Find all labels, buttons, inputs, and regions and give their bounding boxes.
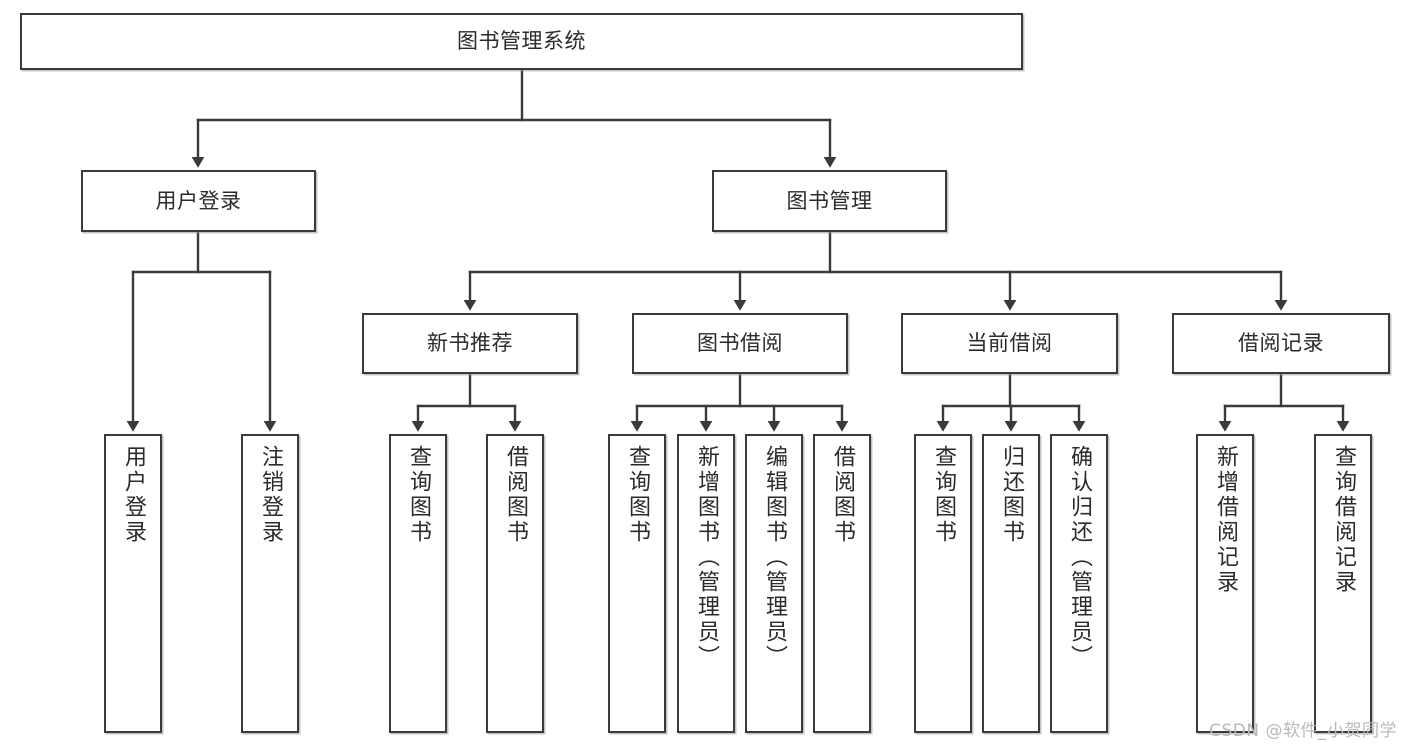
- node-label: 新增借阅记录: [1213, 445, 1238, 595]
- leaf-current-borrow-query-book[interactable]: 查询图书: [914, 434, 972, 733]
- node-new-book-recommend[interactable]: 新书推荐: [362, 313, 578, 374]
- node-label: 确认归还（管理员）: [1067, 445, 1092, 670]
- node-current-borrow[interactable]: 当前借阅: [901, 313, 1118, 374]
- node-label: 查询图书: [931, 445, 956, 545]
- leaf-new-book-borrow-book[interactable]: 借阅图书: [486, 434, 544, 733]
- node-label: 图书管理: [786, 188, 873, 213]
- node-label: 新增图书（管理员）: [694, 445, 719, 670]
- leaf-new-book-query-book[interactable]: 查询图书: [389, 434, 447, 733]
- leaf-current-borrow-return-book[interactable]: 归还图书: [982, 434, 1040, 733]
- leaf-book-borrow-query-book[interactable]: 查询图书: [608, 434, 666, 733]
- node-label: 图书管理系统: [457, 29, 586, 54]
- leaf-book-borrow-edit-book-admin[interactable]: 编辑图书（管理员）: [745, 434, 803, 733]
- leaf-current-borrow-confirm-return-admin[interactable]: 确认归还（管理员）: [1050, 434, 1108, 733]
- node-label: 查询图书: [625, 445, 650, 545]
- node-label: 查询借阅记录: [1331, 445, 1356, 595]
- leaf-user-login-login[interactable]: 用户登录: [104, 434, 162, 733]
- node-borrow-record[interactable]: 借阅记录: [1172, 313, 1390, 374]
- leaf-borrow-record-add-record[interactable]: 新增借阅记录: [1196, 434, 1254, 733]
- node-label: 用户登录: [121, 445, 146, 545]
- leaf-book-borrow-borrow-book[interactable]: 借阅图书: [813, 434, 871, 733]
- node-label: 查询图书: [406, 445, 431, 545]
- watermark-text: CSDN @软件_小贺同学: [1209, 721, 1397, 741]
- node-label: 当前借阅: [966, 331, 1053, 356]
- node-label: 图书借阅: [697, 331, 783, 356]
- node-user-login[interactable]: 用户登录: [81, 170, 316, 232]
- node-label: 借阅图书: [503, 445, 528, 545]
- leaf-book-borrow-add-book-admin[interactable]: 新增图书（管理员）: [677, 434, 735, 733]
- node-root-book-management-system[interactable]: 图书管理系统: [20, 13, 1023, 70]
- node-label: 注销登录: [258, 445, 283, 545]
- node-book-borrow[interactable]: 图书借阅: [632, 313, 848, 374]
- node-label: 归还图书: [999, 445, 1024, 545]
- node-label: 借阅图书: [830, 445, 855, 545]
- node-label: 用户登录: [155, 188, 242, 213]
- node-label: 新书推荐: [427, 331, 513, 356]
- leaf-user-login-logout[interactable]: 注销登录: [241, 434, 299, 733]
- node-label: 借阅记录: [1238, 331, 1324, 356]
- node-book-management[interactable]: 图书管理: [712, 170, 947, 232]
- node-label: 编辑图书（管理员）: [762, 445, 787, 670]
- leaf-borrow-record-query-record[interactable]: 查询借阅记录: [1314, 434, 1372, 733]
